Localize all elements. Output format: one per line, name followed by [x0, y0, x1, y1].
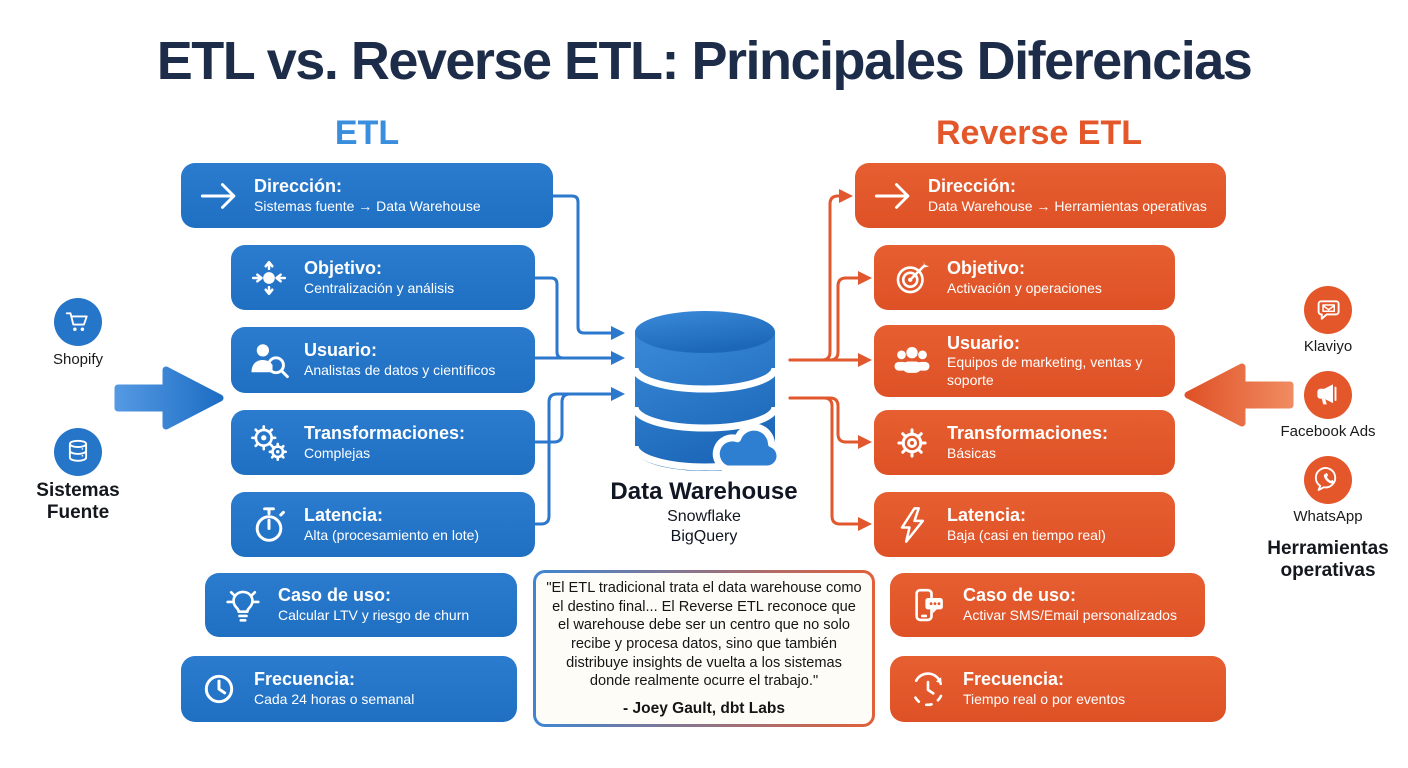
source-systems-label: Sistemas Fuente — [36, 480, 120, 524]
box-subtitle: Básicas — [947, 444, 997, 461]
user-search-icon — [247, 339, 291, 381]
box-title: Latencia: — [947, 504, 1027, 525]
shopping-cart-icon — [65, 312, 88, 331]
megaphone-icon — [1317, 384, 1337, 405]
box-subtitle: Tiempo real o por eventos — [963, 691, 1126, 708]
box-subtitle: Analistas de datos y científicos — [304, 362, 496, 379]
page-title: ETL vs. Reverse ETL: Principales Diferen… — [156, 31, 1253, 91]
etl-box-latencia: Latencia: Alta (procesamiento en lote) — [231, 492, 535, 557]
box-subtitle: Activación y operaciones — [947, 279, 1102, 296]
data-warehouse-sub1: Snowflake — [667, 508, 741, 525]
gears-icon — [247, 422, 291, 464]
reverse-box-frecuencia: Frecuencia: Tiempo real o por eventos — [890, 656, 1226, 722]
whatsapp-label: WhatsApp — [1293, 508, 1363, 525]
etl-box-direccion: Dirección: Sistemas fuente → Data Wareho… — [181, 163, 553, 228]
lightning-icon — [890, 505, 934, 545]
whatsapp-badge — [1304, 456, 1352, 504]
box-title: Usuario: — [947, 332, 1021, 353]
box-subtitle: Alta (procesamiento en lote) — [304, 526, 480, 543]
box-subtitle: Equipos de marketing, ventas y soporte — [947, 354, 1143, 388]
quote-text: "El ETL tradicional trata el data wareho… — [546, 579, 862, 690]
reverse-box-caso-de-uso: Caso de uso: Activar SMS/Email personali… — [890, 573, 1205, 637]
box-title: Frecuencia: — [254, 669, 356, 690]
reverse-box-usuario: Usuario: Equipos de marketing, ventas y … — [874, 325, 1175, 397]
box-subtitle: Cada 24 horas o semanal — [254, 691, 415, 708]
lightbulb-icon — [221, 584, 265, 626]
box-title: Transformaciones: — [304, 422, 466, 443]
database-icon — [68, 439, 88, 462]
reverse-box-objetivo: Objetivo: Activación y operaciones — [874, 245, 1175, 310]
facebook-ads-label: Facebook Ads — [1280, 423, 1376, 440]
box-title: Objetivo: — [947, 257, 1026, 278]
data-warehouse-title: Data Warehouse — [610, 478, 798, 505]
source-systems-badge — [54, 428, 102, 476]
reverse-box-latencia: Latencia: Baja (casi en tiempo real) — [874, 492, 1175, 557]
box-title: Dirección: — [928, 175, 1017, 196]
arrow-right-icon — [197, 175, 241, 217]
box-title: Objetivo: — [304, 257, 383, 278]
box-subtitle: Sistemas fuente → Data Warehouse — [254, 197, 481, 214]
centralize-icon — [247, 258, 291, 298]
reverse-box-transformaciones: Transformaciones: Básicas — [874, 410, 1175, 475]
whatsapp-icon — [1314, 467, 1337, 491]
data-warehouse-icon — [631, 311, 784, 473]
clock-icon — [197, 668, 241, 710]
etl-box-caso-de-uso: Caso de uso: Calcular LTV y riesgo de ch… — [205, 573, 517, 637]
stopwatch-icon — [247, 504, 291, 546]
operational-tools-label: Herramientas operativas — [1267, 538, 1389, 582]
box-title: Dirección: — [254, 175, 343, 196]
etl-box-usuario: Usuario: Analistas de datos y científico… — [231, 327, 535, 393]
data-warehouse-sub2: BigQuery — [670, 528, 738, 545]
box-title: Usuario: — [304, 340, 378, 361]
box-subtitle: Calcular LTV y riesgo de churn — [278, 607, 470, 624]
flow-arrow-right — [114, 366, 224, 430]
box-title: Caso de uso: — [963, 585, 1077, 606]
etl-box-transformaciones: Transformaciones: Complejas — [231, 410, 535, 475]
box-subtitle: Activar SMS/Email personalizados — [963, 607, 1177, 624]
facebook-ads-badge — [1304, 371, 1352, 419]
box-subtitle: Complejas — [304, 444, 371, 461]
box-subtitle: Centralización y análisis — [304, 279, 455, 296]
etl-box-objetivo: Objetivo: Centralización y análisis — [231, 245, 535, 310]
box-subtitle: Data Warehouse → Herramientas operativas — [928, 197, 1207, 214]
etl-column-header: ETL — [334, 114, 400, 152]
shopify-label: Shopify — [52, 351, 104, 368]
gear-icon — [890, 422, 934, 464]
flow-arrow-left — [1184, 363, 1294, 427]
box-title: Frecuencia: — [963, 669, 1065, 690]
quote-attribution: - Joey Gault, dbt Labs — [623, 700, 785, 718]
chat-mail-icon — [1317, 300, 1340, 320]
phone-chat-icon — [906, 584, 950, 626]
users-icon — [890, 340, 934, 382]
box-title: Caso de uso: — [278, 585, 392, 606]
box-title: Latencia: — [304, 504, 384, 525]
clock-refresh-icon — [906, 668, 950, 710]
klaviyo-badge — [1304, 286, 1352, 334]
box-title: Transformaciones: — [947, 422, 1109, 443]
box-subtitle: Baja (casi en tiempo real) — [947, 526, 1106, 543]
arrow-right-icon — [871, 175, 915, 217]
target-icon — [890, 257, 934, 299]
reverse-etl-column-header: Reverse ETL — [936, 114, 1142, 152]
quote-box: "El ETL tradicional trata el data wareho… — [533, 570, 875, 727]
etl-box-frecuencia: Frecuencia: Cada 24 horas o semanal — [181, 656, 517, 722]
shopify-badge — [54, 298, 102, 346]
klaviyo-label: Klaviyo — [1303, 338, 1353, 355]
reverse-box-direccion: Dirección: Data Warehouse → Herramientas… — [855, 163, 1226, 228]
